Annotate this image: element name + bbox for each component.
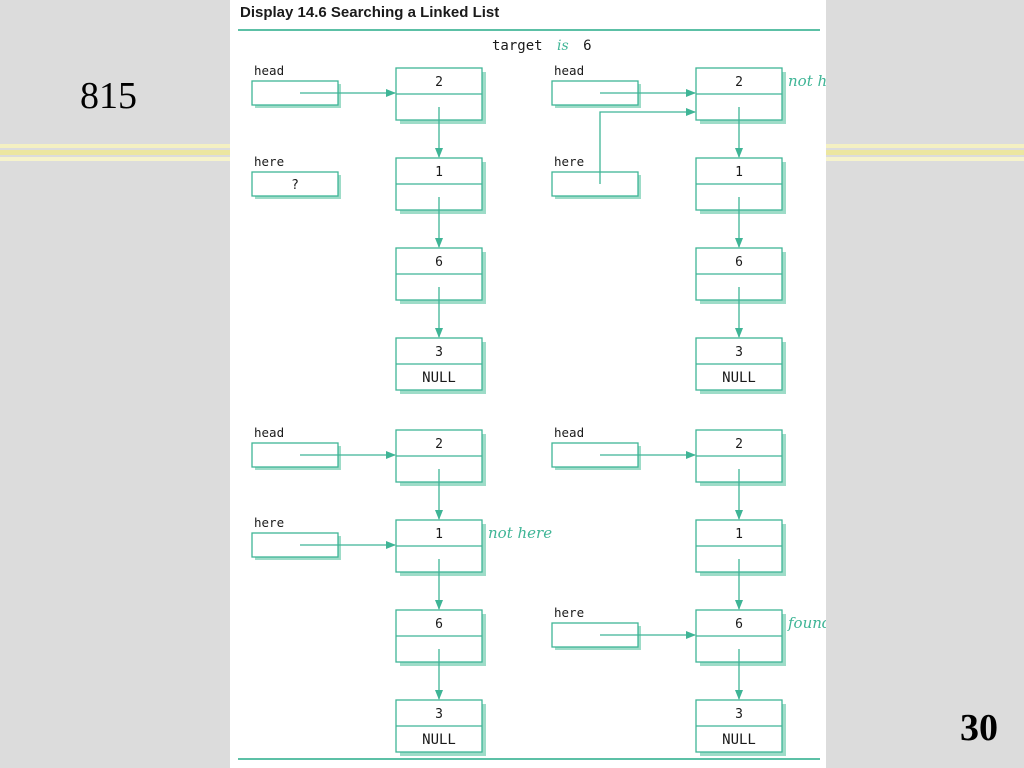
list-node: 2: [395, 67, 486, 158]
figure-title: Display 14.6 Searching a Linked List: [240, 4, 500, 21]
list-node: 1: [395, 157, 486, 248]
node-next-null: NULL: [422, 732, 456, 748]
node-value: 2: [435, 437, 443, 452]
pointer-box: [251, 171, 339, 197]
list-node: 1: [695, 157, 786, 248]
node-value: 1: [735, 165, 743, 180]
is-word: is: [557, 38, 569, 54]
target-caption: target is 6: [492, 38, 592, 54]
node-value: 6: [735, 617, 743, 632]
node-next-null: NULL: [722, 370, 756, 386]
node-value: 1: [435, 527, 443, 542]
list-node: 6: [395, 609, 486, 700]
here-pointer: here: [251, 515, 396, 560]
head-pointer: head: [551, 425, 696, 470]
here-label: here: [554, 154, 584, 169]
list-node: 2: [395, 429, 486, 520]
node-value: 2: [735, 437, 743, 452]
head-pointer: head: [251, 425, 396, 470]
node-value: 1: [435, 165, 443, 180]
list-node: 6: [395, 247, 486, 338]
head-pointer: head: [251, 63, 396, 108]
node-value: 2: [435, 75, 443, 90]
list-node: 1: [395, 519, 486, 610]
annotation-found: found: [787, 614, 826, 632]
node-value: 1: [735, 527, 743, 542]
head-label: head: [554, 425, 584, 440]
node-value: 3: [735, 707, 743, 722]
node-next-null: NULL: [422, 370, 456, 386]
list-node: 1: [695, 519, 786, 610]
node-value: 6: [435, 617, 443, 632]
list-node: 2: [695, 67, 786, 158]
linked-list-diagram: target is 6 2163NULLheadhere?2163NULLhea…: [251, 38, 826, 756]
node-value: 3: [435, 707, 443, 722]
list-node: 6: [695, 247, 786, 338]
here-label: here: [254, 515, 284, 530]
bottom-rule: [238, 758, 820, 760]
pointer-box: [551, 171, 639, 197]
head-label: head: [554, 63, 584, 78]
node-value: 2: [735, 75, 743, 90]
node-value: 6: [435, 255, 443, 270]
pointer-value: ?: [291, 178, 299, 193]
head-label: head: [254, 425, 284, 440]
list-node: 6: [695, 609, 786, 700]
head-label: head: [254, 63, 284, 78]
here-label: here: [254, 154, 284, 169]
here-pointer: here: [551, 108, 696, 199]
annotation-not-here: not here: [488, 524, 552, 542]
annotation-not-here: not here: [788, 72, 826, 90]
target-word: target: [492, 38, 543, 54]
head-pointer: head: [551, 63, 696, 108]
target-value: 6: [583, 38, 591, 54]
node-value: 3: [435, 345, 443, 360]
top-rule: [238, 29, 820, 31]
slide-number: 30: [960, 707, 998, 749]
node-value: 3: [735, 345, 743, 360]
page-number: 815: [80, 75, 137, 117]
here-pointer: here: [551, 605, 696, 650]
here-label: here: [554, 605, 584, 620]
here-link-arrow: [599, 108, 696, 184]
list-node: 2: [695, 429, 786, 520]
node-next-null: NULL: [722, 732, 756, 748]
here-pointer: here?: [251, 154, 341, 199]
node-value: 6: [735, 255, 743, 270]
figure-panel: Display 14.6 Searching a Linked List tar…: [230, 0, 826, 768]
